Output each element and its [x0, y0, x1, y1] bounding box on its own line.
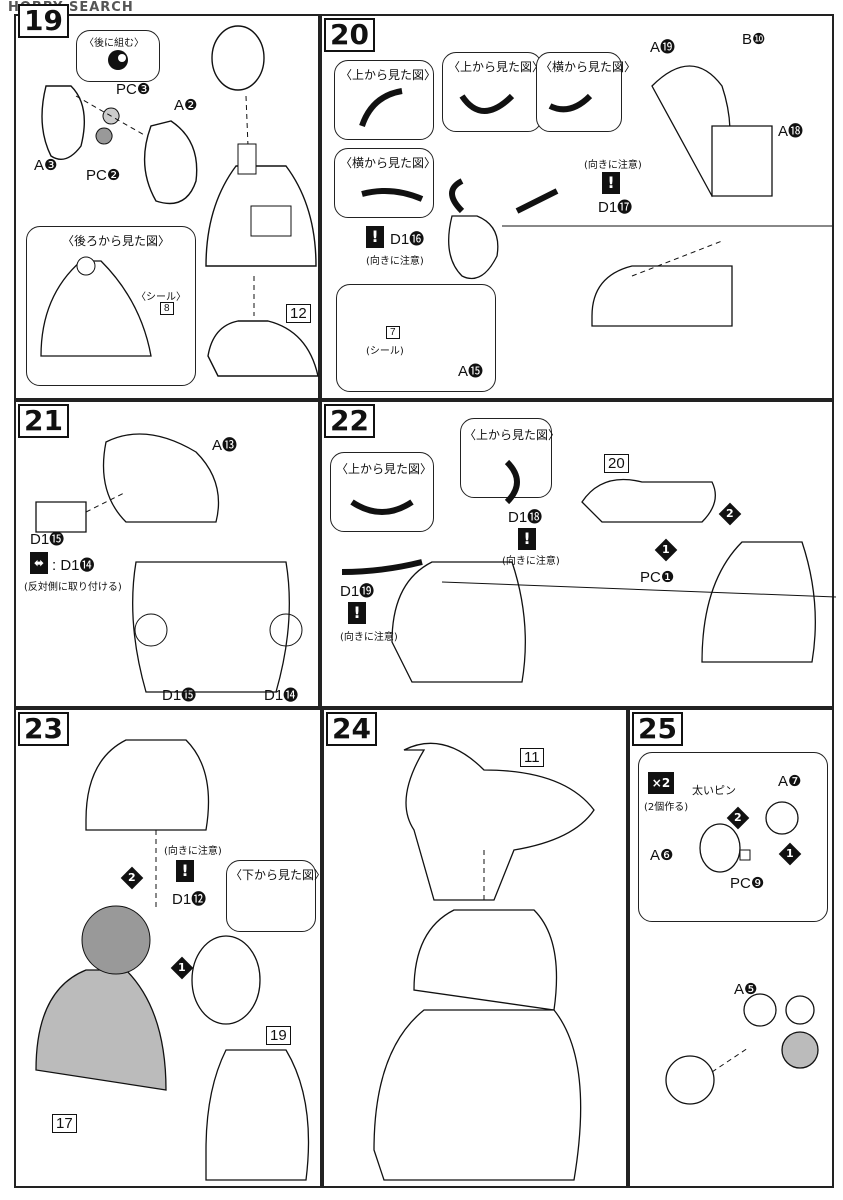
label-opposite: (反対側に取り付ける) [24, 582, 122, 593]
label-mind-dir-1: (向きに注意) [584, 160, 642, 171]
label-a18: A⓲ [778, 123, 804, 140]
label-pc1: PC❶ [640, 569, 675, 586]
label-pc3: PC❸ [116, 81, 151, 98]
label-b10: B❿ [742, 31, 766, 48]
label-a2: A❷ [174, 97, 198, 114]
times-icon: ×2 [648, 772, 674, 794]
step-20-panel: 20 〈上から見た図〉 〈横から見た図〉 〈上から見た図〉 〈横から見た図〉 !… [320, 14, 834, 400]
tube-drawings [359, 65, 832, 327]
label-side-view-2: 〈横から見た図〉 [540, 60, 637, 74]
label-d117: D1⓱ [598, 199, 633, 216]
shoulder-joint-drawing [665, 801, 819, 1105]
step-25-panel: 25 ×2 (2個作る) 太いピン A❼ A❻ PC❾ 2 1 A❺ [628, 708, 834, 1188]
label-top-view-1: 〈上から見た図〉 [340, 68, 437, 82]
part-pc3-icon [108, 50, 128, 70]
step-number: 21 [18, 404, 69, 438]
label-mind-dir-2: (向きに注意) [366, 256, 424, 267]
caution-icon-18: ! [518, 528, 536, 550]
label-d119: D1⓳ [340, 583, 375, 600]
step-23-panel: 23 2 1 (向きに注意) ! D1⓬ 〈下から見た図〉 19 17 [14, 708, 326, 1188]
bottom-view-bubble [226, 860, 316, 932]
caution-icon-12: ! [176, 860, 194, 882]
step-24-panel: 24 11 [322, 708, 628, 1188]
back-view-drawing [40, 256, 152, 357]
ref-12: 12 [286, 304, 311, 323]
step-number: 24 [326, 712, 377, 746]
step-19-panel: 19 〈後に組む〉 PC❸ A❷ A❸ PC❷ 12 〈後ろから見た図〉 [14, 4, 320, 400]
step-number: 25 [632, 712, 683, 746]
caution-icon-19: ! [348, 602, 366, 624]
label-a7: A❼ [778, 773, 802, 790]
label-d115b: D1⓯ [162, 687, 197, 704]
step-number: 22 [324, 404, 375, 438]
head-parts-drawing [41, 25, 319, 377]
ref-17: 17 [52, 1114, 77, 1133]
label-top-view-2: 〈上から見た図〉 [464, 428, 561, 442]
top-view-bubble-b [442, 52, 542, 132]
sticker-bubble [336, 284, 496, 392]
label-mind-dir-1: (向きに注意) [502, 556, 560, 567]
top-view-bubble-a [330, 452, 434, 532]
step-22-panel: 22 〈上から見た図〉 〈上から見た図〉 D1⓲ ! (向きに注意) D1⓳ !… [320, 400, 837, 708]
label-a15: A⓯ [458, 363, 484, 380]
mirror-icon: ⬌ [30, 552, 48, 574]
label-a5: A❺ [734, 981, 758, 998]
sticker-8: 8 [160, 302, 174, 315]
label-a6: A❻ [650, 847, 674, 864]
label-side-view-1: 〈横から見た図〉 [340, 156, 437, 170]
label-sticker: (シール) [366, 346, 404, 357]
step-number: 19 [18, 4, 69, 38]
label-d118: D1⓲ [508, 509, 543, 526]
label-a3: A❸ [34, 157, 58, 174]
side-view-bubble-a [334, 148, 434, 218]
label-sticker: 〈シール〉 [136, 292, 186, 303]
label-d112: D1⓬ [172, 891, 207, 908]
label-a19: A⓳ [650, 39, 676, 56]
label-top-view-2: 〈上から見た図〉 [448, 60, 545, 74]
ref-11: 11 [520, 748, 544, 767]
label-bottom-view: 〈下から見た図〉 [230, 868, 327, 882]
label-back-combine: 〈後に組む〉 [84, 38, 144, 49]
label-d116: D1⓰ [390, 231, 425, 248]
label-top-view-1: 〈上から見た図〉 [336, 462, 433, 476]
side-view-bubble-b [536, 52, 622, 132]
label-back-view: 〈後ろから見た図〉 [62, 234, 171, 248]
label-d114b: D1⓮ [264, 687, 299, 704]
label-make2: (2個作る) [644, 802, 689, 813]
ref-20: 20 [604, 454, 629, 473]
ref-19: 19 [266, 1026, 291, 1045]
label-d114: : D1⓮ [52, 557, 95, 574]
label-pc9: PC❾ [730, 875, 765, 892]
body-assembly-drawing [35, 739, 310, 1181]
step-number: 20 [324, 18, 375, 52]
caution-icon-17: ! [602, 172, 620, 194]
label-pc2: PC❷ [86, 167, 121, 184]
caution-icon-16: ! [366, 226, 384, 248]
backpack-drawing [35, 433, 303, 693]
label-d115: D1⓯ [30, 531, 65, 548]
label-thick-pin: 太いピン [692, 784, 736, 797]
top-view-bubble-b [460, 418, 552, 498]
sticker-7: 7 [386, 326, 400, 339]
step-21-panel: 21 A⓭ D1⓯ ⬌ : D1⓮ (反対側に取り付ける) D1⓯ D1⓮ [14, 400, 320, 708]
upper-lower-join-drawing [373, 742, 595, 1181]
label-mind-dir-2: (向きに注意) [340, 632, 398, 643]
label-mind-dir: (向きに注意) [164, 846, 222, 857]
step-number: 23 [18, 712, 69, 746]
body-tube-drawing [341, 459, 837, 683]
combine-bubble [76, 30, 160, 82]
label-a13: A⓭ [212, 437, 238, 454]
